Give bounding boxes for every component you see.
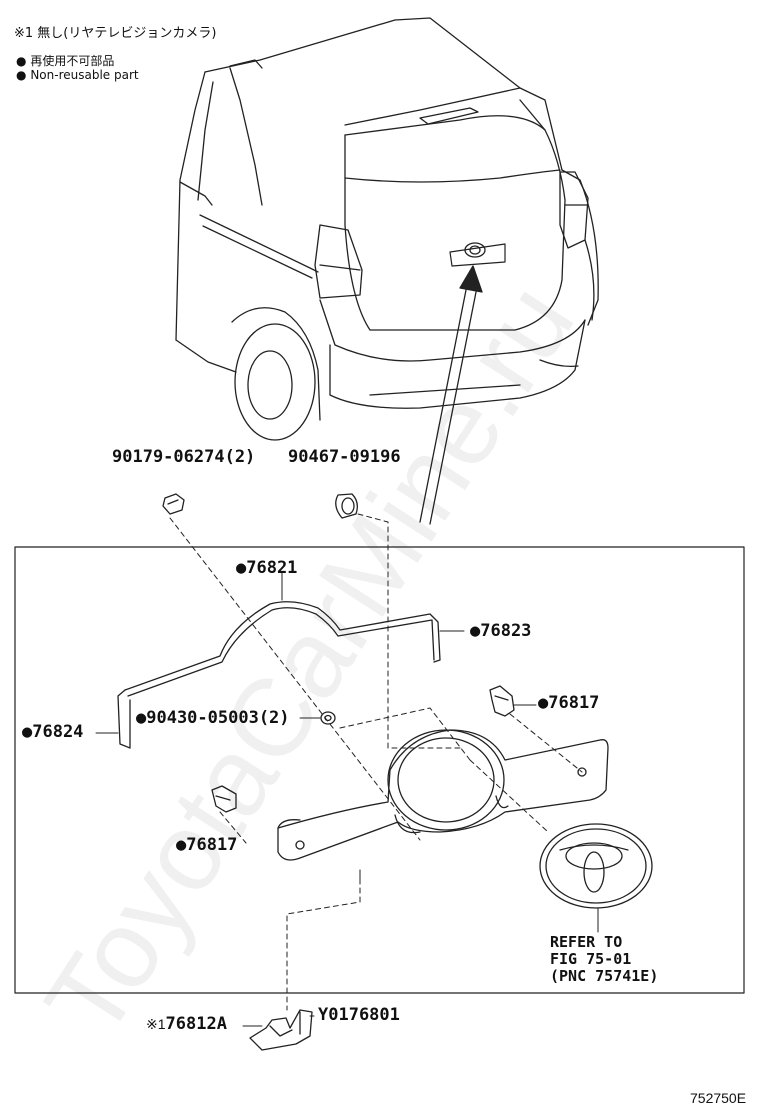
part-label-90179[interactable]: 90179-06274(2) — [112, 447, 256, 467]
reference-line-1: REFER TO — [550, 933, 623, 951]
part-label-76823[interactable]: ●76823 — [470, 621, 532, 641]
reference-line-2: FIG 75-01 — [550, 950, 632, 968]
legend-bullet-icon: ● — [16, 68, 27, 82]
reference-note[interactable]: REFER TO FIG 75-01 (PNC 75741E) — [550, 934, 658, 985]
part-label-76817-right[interactable]: ●76817 — [538, 693, 600, 713]
detail-frame — [14, 546, 745, 994]
location-arrow — [419, 265, 483, 525]
clip-76817-left-illustration — [211, 785, 237, 813]
legend-en: ● Non-reusable part — [16, 68, 139, 82]
reference-line-3: (PNC 75741E) — [550, 967, 659, 985]
applicability-note: ※1 無し(リヤテレビジョンカメラ) — [14, 26, 217, 41]
vehicle-rear-illustration — [175, 17, 599, 441]
part-label-y0176801[interactable]: Y0176801 — [318, 1005, 400, 1025]
seal-76821-illustration — [117, 601, 441, 749]
part-label-90467[interactable]: 90467-09196 — [288, 447, 401, 467]
not-applicable-mark: ※1 — [146, 1016, 166, 1032]
back-door-garnish-illustration — [277, 729, 609, 861]
grommet-90467-illustration — [335, 493, 358, 519]
clip-90179-illustration — [162, 493, 185, 515]
part-label-76824[interactable]: ●76824 — [22, 722, 84, 742]
bracket-76812a-illustration — [249, 1009, 313, 1051]
legend-jp-text: 再使用不可部品 — [30, 54, 115, 68]
clip-90430-illustration — [320, 711, 336, 725]
clip-76817-right-illustration — [489, 685, 515, 717]
part-number-76812a: 76812A — [165, 1014, 227, 1034]
part-label-76812a[interactable]: ※176812A — [146, 1014, 227, 1034]
legend-en-text: Non-reusable part — [30, 68, 139, 82]
figure-id: 752750E — [690, 1090, 747, 1106]
part-label-76821[interactable]: ●76821 — [236, 558, 298, 578]
toyota-emblem-illustration — [539, 823, 653, 909]
part-label-90430[interactable]: ●90430-05003(2) — [136, 708, 290, 728]
legend-bullet-icon: ● — [16, 54, 27, 68]
part-label-76817-left[interactable]: ●76817 — [176, 835, 238, 855]
legend-jp: ● 再使用不可部品 — [16, 52, 114, 69]
